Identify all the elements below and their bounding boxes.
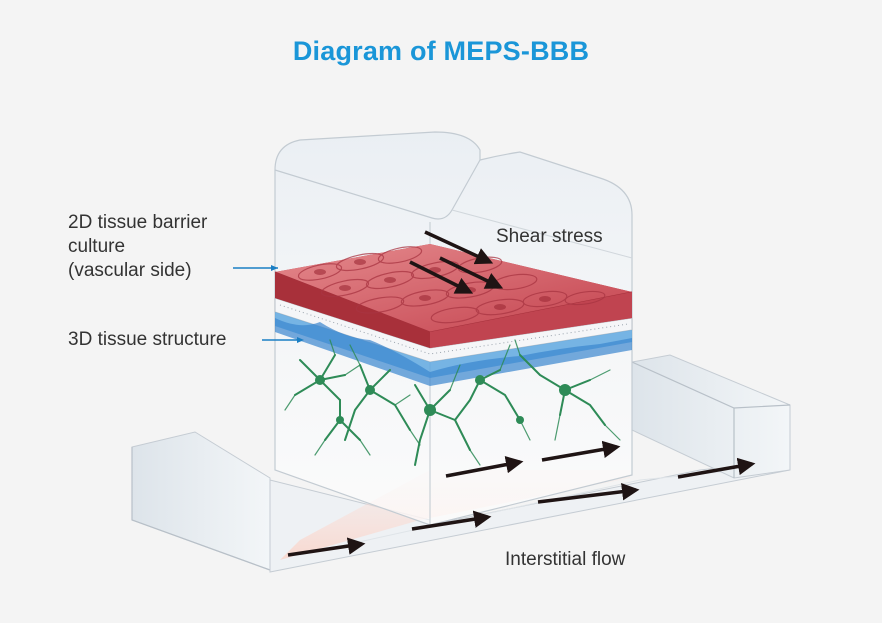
tissue-structure-label: 3D tissue structure [68, 329, 227, 350]
neuron-network [284, 339, 621, 466]
porous-membrane [274, 297, 633, 386]
leader-lines [233, 265, 304, 343]
interstitial-flow-arrows [287, 440, 756, 557]
diagram-title: Diagram of MEPS-BBB [292, 36, 590, 66]
barrier-culture-label: 2D tissue barrier culture (vascular side… [68, 211, 207, 283]
interstitial-flow-label: Interstitial flow [505, 549, 626, 570]
shear-stress-arrows [409, 230, 504, 294]
barrier-label-line-3: (vascular side) [68, 260, 192, 281]
barrier-label-line-2: culture [68, 236, 126, 257]
shear-stress-label: Shear stress [496, 226, 603, 247]
barrier-label-line-1: 2D tissue barrier [68, 212, 208, 233]
cell-layer [274, 244, 633, 348]
